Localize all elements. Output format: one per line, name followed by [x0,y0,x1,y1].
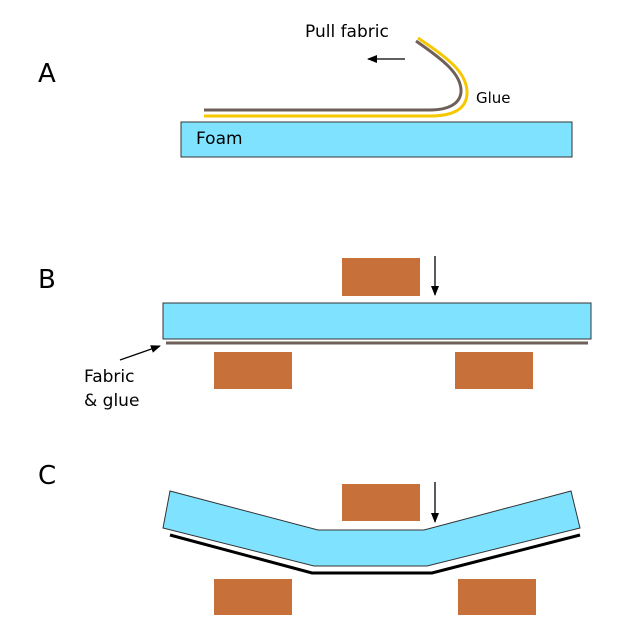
fabric-glue-label-line2: & glue [84,391,139,411]
panel-label-a: A [38,59,56,89]
glue-layer [204,36,469,118]
foam-block [180,121,573,158]
top-press-block [342,484,420,521]
bent-fabric-layer [169,533,581,575]
fabric-glue-pointer [119,345,161,361]
support-block-right [458,579,536,615]
glue-label: Glue [476,89,511,107]
support-block-right [455,352,533,389]
pull-fabric-label: Pull fabric [305,22,389,42]
bent-foam-block [162,490,581,567]
top-press-block [342,258,420,296]
foam-block [162,302,592,340]
panel-a: A Foam Pull fabric Glue [38,22,573,158]
fabric-layer [204,39,463,112]
panel-label-b: B [38,265,56,295]
panel-label-c: C [38,461,56,491]
foam-label: Foam [196,129,243,149]
fabric-glue-label-line1: Fabric [84,367,135,387]
panel-c: C [38,461,581,615]
panel-b: B Fabric & glue [38,256,592,411]
support-block-left [214,579,292,615]
support-block-left [214,352,292,389]
